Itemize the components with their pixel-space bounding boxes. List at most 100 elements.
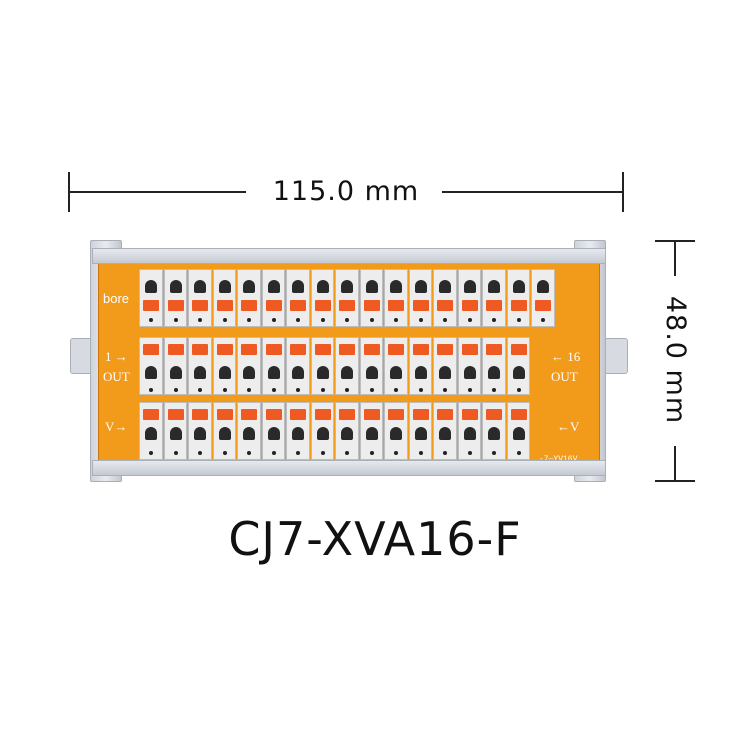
terminal-lever[interactable]: [192, 409, 208, 420]
terminal-lever[interactable]: [412, 409, 429, 420]
spring-terminal[interactable]: [482, 402, 506, 460]
terminal-lever[interactable]: [339, 344, 355, 355]
dimension-line-right: [442, 191, 624, 193]
spring-terminal[interactable]: [359, 269, 383, 327]
terminal-lever[interactable]: [192, 300, 208, 311]
terminal-lever[interactable]: [314, 344, 331, 355]
terminal-lever[interactable]: [388, 300, 404, 311]
terminal-lever[interactable]: [265, 409, 282, 420]
wire-entry-hole: [169, 427, 182, 440]
terminal-lever[interactable]: [143, 409, 159, 420]
terminal-lever[interactable]: [461, 409, 478, 420]
terminal-lever[interactable]: [486, 409, 502, 420]
spring-terminal[interactable]: [359, 402, 383, 460]
terminal-lever[interactable]: [510, 409, 527, 420]
spring-terminal[interactable]: [433, 337, 457, 395]
terminal-lever[interactable]: [265, 300, 282, 311]
spring-terminal[interactable]: [310, 337, 334, 395]
spring-terminal[interactable]: [286, 269, 310, 327]
spring-terminal[interactable]: [188, 402, 212, 460]
terminal-lever[interactable]: [339, 409, 355, 420]
spring-terminal[interactable]: [506, 402, 530, 460]
spring-terminal[interactable]: [384, 269, 408, 327]
terminal-lever[interactable]: [167, 344, 184, 355]
terminal-lever[interactable]: [388, 344, 404, 355]
spring-terminal[interactable]: [506, 269, 530, 327]
terminal-lever[interactable]: [216, 300, 233, 311]
spring-terminal[interactable]: [359, 337, 383, 395]
spring-terminal[interactable]: [482, 337, 506, 395]
spring-terminal[interactable]: [433, 402, 457, 460]
spring-terminal[interactable]: [335, 337, 359, 395]
terminal-lever[interactable]: [216, 409, 233, 420]
terminal-lever[interactable]: [437, 300, 453, 311]
terminal-lever[interactable]: [290, 300, 306, 311]
terminal-lever[interactable]: [216, 344, 233, 355]
spring-terminal[interactable]: [310, 269, 334, 327]
terminal-lever[interactable]: [363, 344, 380, 355]
spring-terminal[interactable]: [335, 269, 359, 327]
terminal-lever[interactable]: [486, 344, 502, 355]
terminal-lever[interactable]: [412, 300, 429, 311]
spring-terminal[interactable]: [212, 402, 236, 460]
terminal-lever[interactable]: [339, 300, 355, 311]
terminal-lever[interactable]: [437, 344, 453, 355]
spring-terminal[interactable]: [408, 337, 432, 395]
spring-terminal[interactable]: [531, 269, 555, 327]
spring-terminal[interactable]: [139, 337, 163, 395]
spring-terminal[interactable]: [384, 402, 408, 460]
terminal-lever[interactable]: [388, 409, 404, 420]
spring-terminal[interactable]: [261, 337, 285, 395]
spring-terminal[interactable]: [457, 402, 481, 460]
spring-terminal[interactable]: [212, 269, 236, 327]
terminal-lever[interactable]: [486, 300, 502, 311]
spring-terminal[interactable]: [506, 337, 530, 395]
terminal-lever[interactable]: [437, 409, 453, 420]
spring-terminal[interactable]: [212, 337, 236, 395]
spring-terminal[interactable]: [139, 402, 163, 460]
spring-terminal[interactable]: [163, 337, 187, 395]
spring-terminal[interactable]: [482, 269, 506, 327]
spring-terminal[interactable]: [433, 269, 457, 327]
spring-terminal[interactable]: [408, 402, 432, 460]
spring-terminal[interactable]: [237, 402, 261, 460]
terminal-lever[interactable]: [167, 300, 184, 311]
terminal-lever[interactable]: [241, 344, 257, 355]
spring-terminal[interactable]: [163, 269, 187, 327]
spring-terminal[interactable]: [286, 402, 310, 460]
terminal-lever[interactable]: [290, 344, 306, 355]
terminal-lever[interactable]: [535, 300, 551, 311]
spring-terminal[interactable]: [261, 269, 285, 327]
terminal-lever[interactable]: [510, 300, 527, 311]
spring-terminal[interactable]: [310, 402, 334, 460]
spring-terminal[interactable]: [286, 337, 310, 395]
terminal-lever[interactable]: [314, 409, 331, 420]
spring-terminal[interactable]: [457, 269, 481, 327]
terminal-lever[interactable]: [363, 300, 380, 311]
terminal-lever[interactable]: [461, 300, 478, 311]
terminal-lever[interactable]: [461, 344, 478, 355]
terminal-lever[interactable]: [241, 300, 257, 311]
spring-terminal[interactable]: [163, 402, 187, 460]
spring-terminal[interactable]: [188, 269, 212, 327]
terminal-lever[interactable]: [510, 344, 527, 355]
terminal-lever[interactable]: [290, 409, 306, 420]
terminal-lever[interactable]: [143, 300, 159, 311]
spring-terminal[interactable]: [188, 337, 212, 395]
terminal-lever[interactable]: [412, 344, 429, 355]
terminal-lever[interactable]: [265, 344, 282, 355]
spring-terminal[interactable]: [384, 337, 408, 395]
spring-terminal[interactable]: [457, 337, 481, 395]
spring-terminal[interactable]: [261, 402, 285, 460]
terminal-lever[interactable]: [167, 409, 184, 420]
terminal-lever[interactable]: [192, 344, 208, 355]
terminal-lever[interactable]: [363, 409, 380, 420]
spring-terminal[interactable]: [237, 337, 261, 395]
spring-terminal[interactable]: [408, 269, 432, 327]
terminal-lever[interactable]: [143, 344, 159, 355]
spring-terminal[interactable]: [335, 402, 359, 460]
terminal-lever[interactable]: [314, 300, 331, 311]
spring-terminal[interactable]: [237, 269, 261, 327]
spring-terminal[interactable]: [139, 269, 163, 327]
terminal-lever[interactable]: [241, 409, 257, 420]
